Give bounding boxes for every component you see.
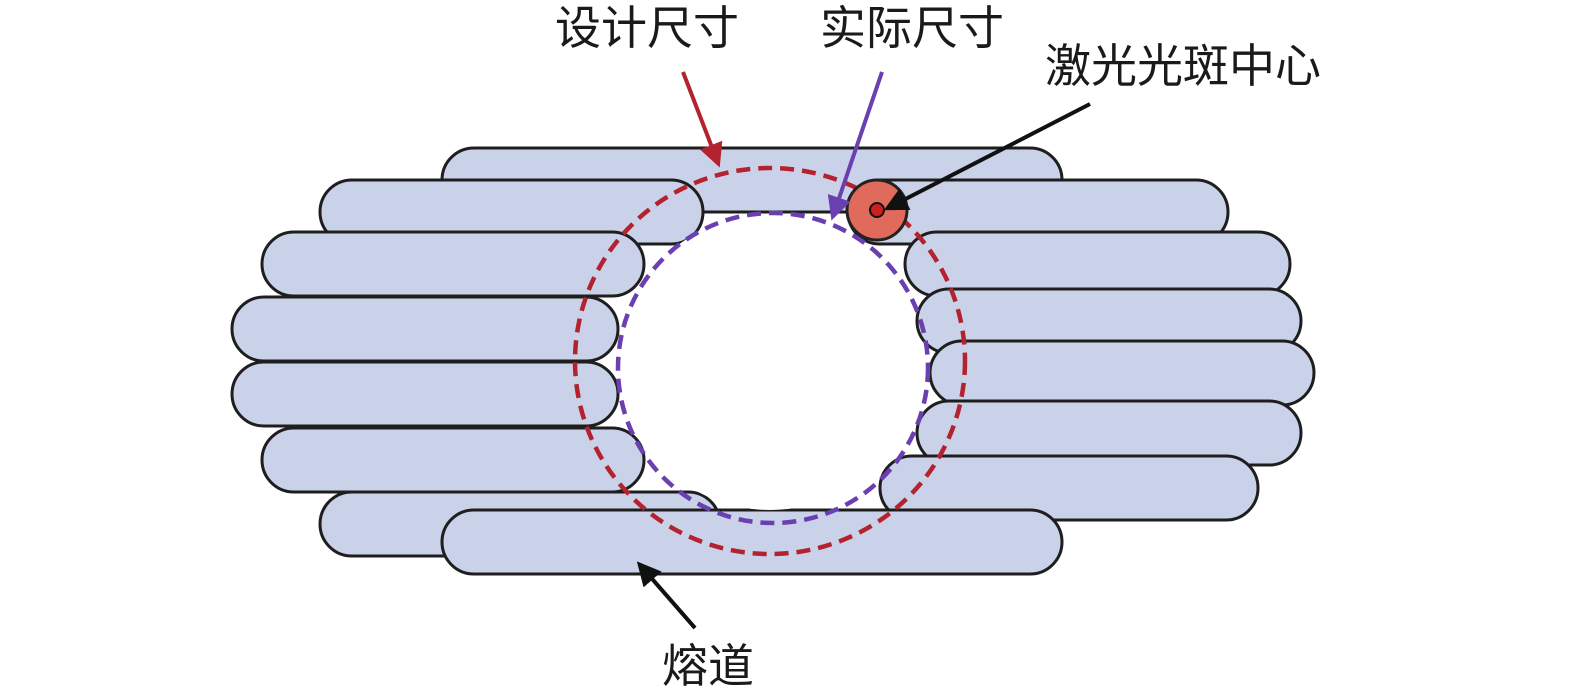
- laser-spot-center: [869, 202, 885, 218]
- actual-size-circle: [615, 210, 931, 526]
- melt-track-bead: [260, 230, 646, 298]
- actual-size-label: 实际尺寸: [820, 1, 1004, 55]
- spot-center-arrow: [883, 102, 1091, 211]
- melt-track-bead: [878, 454, 1260, 522]
- melt-tracks: [230, 146, 1316, 576]
- design-size-circle: [572, 165, 968, 557]
- melt-track-bead: [903, 230, 1292, 298]
- central-hole: [620, 214, 920, 510]
- melt-track-arrow: [636, 561, 697, 630]
- design-size-label: 设计尺寸: [555, 1, 739, 55]
- spot-center-label: 激光光斑中心: [1045, 39, 1321, 93]
- melt-track-label: 熔道: [662, 639, 754, 693]
- melt-track-bead: [928, 339, 1316, 407]
- melt-track-bead: [230, 295, 620, 363]
- melt-track-bead: [260, 426, 646, 494]
- melt-track-bead: [230, 360, 620, 428]
- actual-size-arrow: [827, 71, 884, 221]
- design-size-arrow: [681, 71, 723, 168]
- melt-track-bead: [440, 508, 1064, 576]
